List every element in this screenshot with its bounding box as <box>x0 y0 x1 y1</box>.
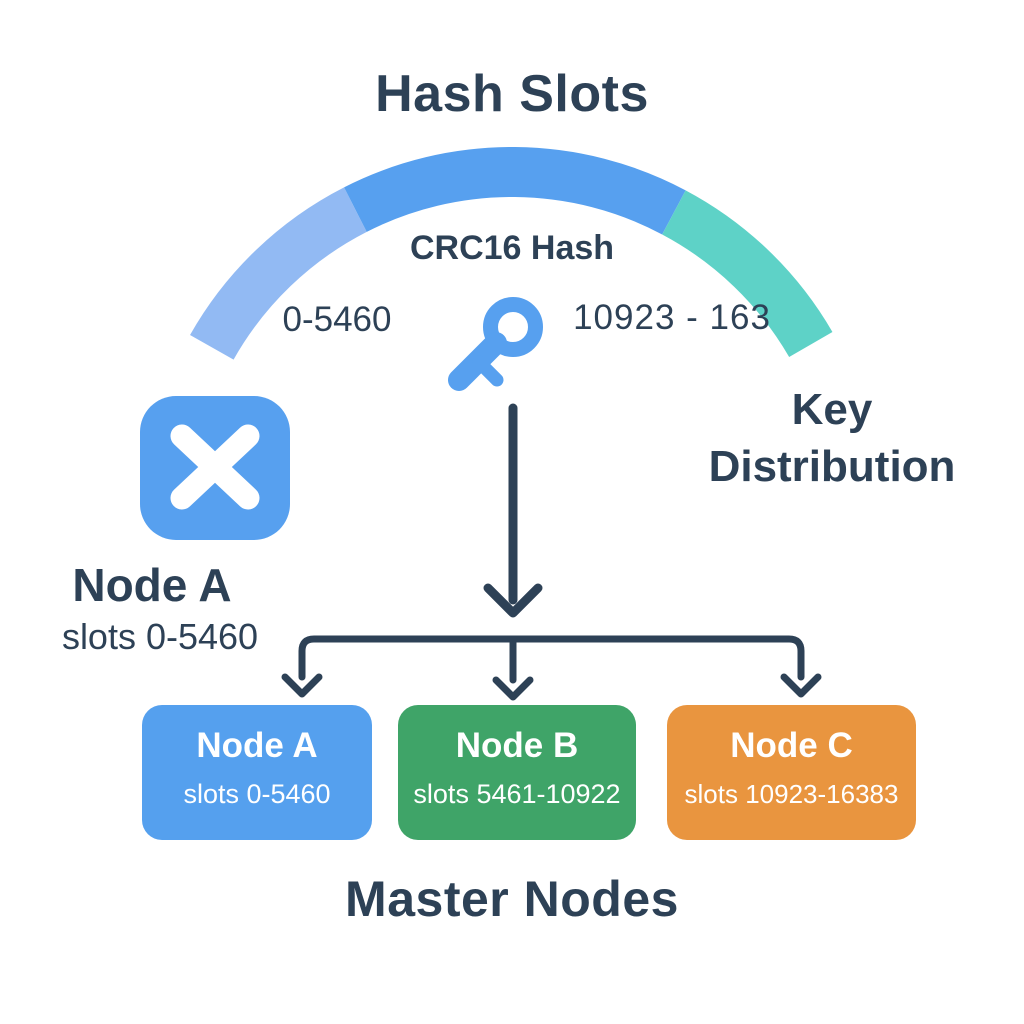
x-icon <box>170 424 260 510</box>
gauge-segment-node-b <box>344 147 686 235</box>
master-nodes-label: Master Nodes <box>345 871 679 927</box>
node-c-box-slots: slots 10923-16383 <box>684 779 899 809</box>
node-c-box: Node C slots 10923-16383 <box>667 705 916 840</box>
distribution-connector <box>281 635 822 701</box>
key-icon <box>448 297 543 391</box>
node-a-callout-title: Node A <box>72 559 232 611</box>
node-a-box-title: Node A <box>196 726 318 765</box>
key-distribution-label: Key Distribution <box>708 385 956 491</box>
crc16-hash-label: CRC16 Hash <box>409 229 615 267</box>
branch-arrowhead-left <box>281 673 323 698</box>
node-a-callout-slots: slots 0-5460 <box>61 616 259 657</box>
gauge-segment-node-c <box>661 190 833 358</box>
node-b-box-title: Node B <box>455 726 579 765</box>
node-a-box-slots: slots 0-5460 <box>183 779 331 809</box>
node-a-box: Node A slots 0-5460 <box>142 705 372 840</box>
flow-arrow-down <box>483 403 543 618</box>
node-c-box-title: Node C <box>730 726 853 765</box>
slot-range-right-label: 10923 - 163 <box>573 298 771 337</box>
node-b-box: Node B slots 5461-10922 <box>398 705 636 840</box>
node-a-icon-box <box>140 396 290 540</box>
slot-range-left-label: 0-5460 <box>282 300 392 339</box>
branch-arrowhead-center <box>492 676 534 701</box>
page-title: Hash Slots <box>375 65 649 123</box>
hash-slot-gauge-arc <box>190 147 833 360</box>
branch-arrowhead-right <box>780 673 822 698</box>
node-b-box-slots: slots 5461-10922 <box>413 779 621 809</box>
gauge-segment-node-a <box>190 187 368 360</box>
